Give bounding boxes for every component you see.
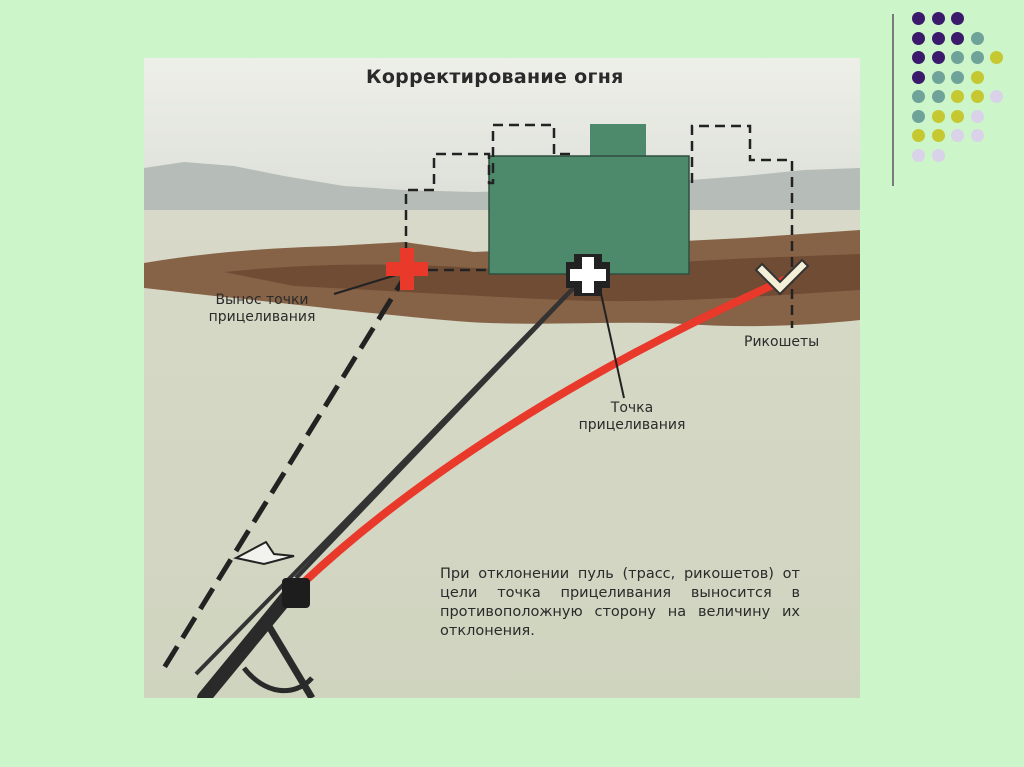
decor-dot [912, 31, 925, 45]
fire-correction-diagram: Корректирование огня Вынос точки прицели… [144, 58, 860, 698]
label-aim-point: Точка прицеливания [578, 400, 686, 433]
deviation-outlines [404, 123, 794, 328]
decor-dot [912, 148, 925, 162]
diagram-caption: При отклонении пуль (трасс, рикошетов) о… [440, 566, 800, 639]
earth-shadow [224, 254, 860, 302]
decor-dot [912, 129, 925, 142]
decor-dot [970, 70, 984, 84]
decor-dot [951, 31, 964, 45]
label-ricochets: Рикошеты [744, 334, 820, 350]
decor-dot [970, 129, 984, 142]
decor-dot [951, 129, 964, 142]
decor-dot-grid [912, 12, 1012, 162]
decor-dot [912, 51, 925, 64]
decor-dot [931, 70, 945, 84]
decor-dot [931, 12, 945, 25]
divider-line [892, 14, 894, 186]
diagram-title: Корректирование огня [366, 66, 624, 88]
decor-dot [931, 109, 945, 123]
decor-dot [951, 109, 964, 123]
decor-dot [912, 70, 925, 84]
decor-dot [912, 90, 925, 103]
decor-dot [951, 51, 964, 64]
decor-dot [951, 90, 964, 103]
check-icon [754, 258, 810, 296]
decor-dot [931, 148, 945, 162]
red-cross-icon [386, 248, 428, 290]
direction-arrow-icon [233, 540, 295, 566]
decor-dot [931, 31, 945, 45]
decor-dot [970, 109, 984, 123]
decor-dot [931, 129, 945, 142]
decor-dot [912, 109, 925, 123]
offset-sight-line [161, 268, 412, 670]
decor-dot [931, 90, 945, 103]
decor-dot [931, 51, 945, 64]
diagram-art [144, 58, 860, 698]
label-aim-offset: Вынос точки прицеливания [208, 292, 316, 325]
decor-dot [990, 51, 1003, 64]
decor-dot [912, 12, 925, 25]
decor-dot [990, 90, 1003, 103]
decor-dot [970, 31, 984, 45]
leader-aim [597, 279, 625, 399]
aim-sight-line-2 [194, 274, 587, 676]
decor-dot [951, 12, 964, 25]
bullet-trajectory [298, 276, 788, 588]
decor-dot [970, 90, 984, 103]
decor-dot [970, 51, 984, 64]
white-cross-icon [566, 254, 610, 296]
decor-dot [951, 70, 964, 84]
machine-gun-icon [197, 578, 316, 698]
